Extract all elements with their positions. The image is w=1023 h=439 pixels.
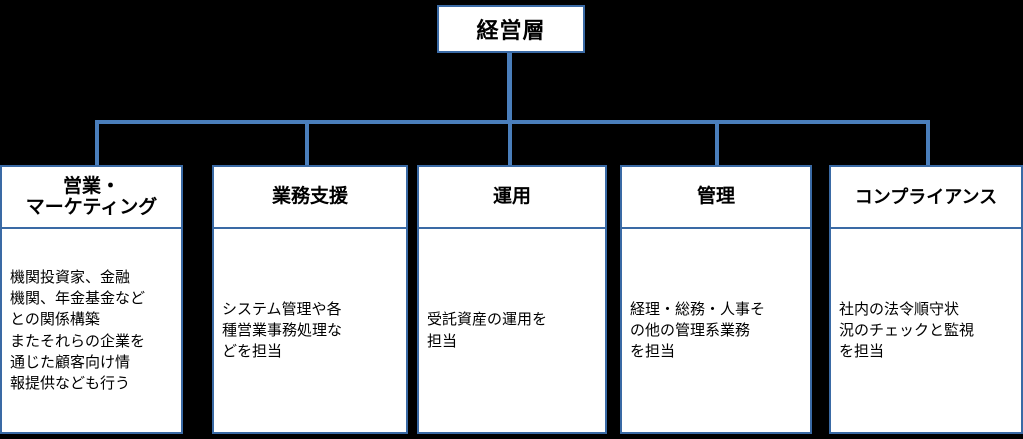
- node-compliance-header: コンプライアンス: [831, 167, 1021, 229]
- node-sales-marketing-title: 営業・ マーケティング: [25, 175, 158, 218]
- connector-drop-compliance: [926, 120, 930, 166]
- node-executive[interactable]: 経営層: [437, 5, 585, 53]
- node-administration[interactable]: 管理 経理・総務・人事そ の他の管理系業務 を担当: [620, 165, 812, 434]
- connector-bus-horizontal: [95, 120, 930, 124]
- connector-stem-vertical: [507, 53, 512, 123]
- node-administration-description: 経理・総務・人事そ の他の管理系業務 を担当: [630, 300, 766, 361]
- node-investment-management[interactable]: 運用 受託資産の運用を 担当: [417, 165, 607, 434]
- node-administration-title: 管理: [696, 186, 735, 208]
- connector-drop-administration: [715, 120, 719, 166]
- node-business-support-header: 業務支援: [214, 167, 406, 229]
- node-compliance[interactable]: コンプライアンス 社内の法令順守状 況のチェックと監視 を担当: [829, 165, 1023, 434]
- node-business-support[interactable]: 業務支援 システム管理や各 種営業事務処理な どを担当: [212, 165, 408, 434]
- node-administration-body: 経理・総務・人事そ の他の管理系業務 を担当: [622, 229, 810, 432]
- node-investment-management-header: 運用: [419, 167, 605, 229]
- node-business-support-description: システム管理や各 種営業事務処理な どを担当: [222, 300, 343, 361]
- connector-drop-business-support: [305, 120, 309, 166]
- connector-drop-investment-management: [508, 120, 512, 166]
- node-compliance-title: コンプライアンス: [854, 186, 998, 207]
- connector-drop-sales-marketing: [95, 120, 99, 166]
- node-business-support-body: システム管理や各 種営業事務処理な どを担当: [214, 229, 406, 432]
- node-investment-management-body: 受託資産の運用を 担当: [419, 229, 605, 432]
- node-sales-marketing-header: 営業・ マーケティング: [2, 167, 181, 229]
- node-investment-management-description: 受託資産の運用を 担当: [427, 311, 548, 350]
- node-sales-marketing-body: 機関投資家、金融 機関、年金基金など との関係構築 またそれらの企業を 通じた顧…: [2, 229, 181, 432]
- node-sales-marketing-description: 機関投資家、金融 機関、年金基金など との関係構築 またそれらの企業を 通じた顧…: [10, 268, 146, 393]
- node-administration-header: 管理: [622, 167, 810, 229]
- node-sales-marketing[interactable]: 営業・ マーケティング 機関投資家、金融 機関、年金基金など との関係構築 また…: [0, 165, 183, 434]
- node-compliance-body: 社内の法令順守状 況のチェックと監視 を担当: [831, 229, 1021, 432]
- node-business-support-title: 業務支援: [271, 186, 348, 208]
- node-executive-label: 経営層: [476, 18, 546, 43]
- node-investment-management-title: 運用: [492, 186, 531, 208]
- node-compliance-description: 社内の法令順守状 況のチェックと監視 を担当: [839, 300, 975, 361]
